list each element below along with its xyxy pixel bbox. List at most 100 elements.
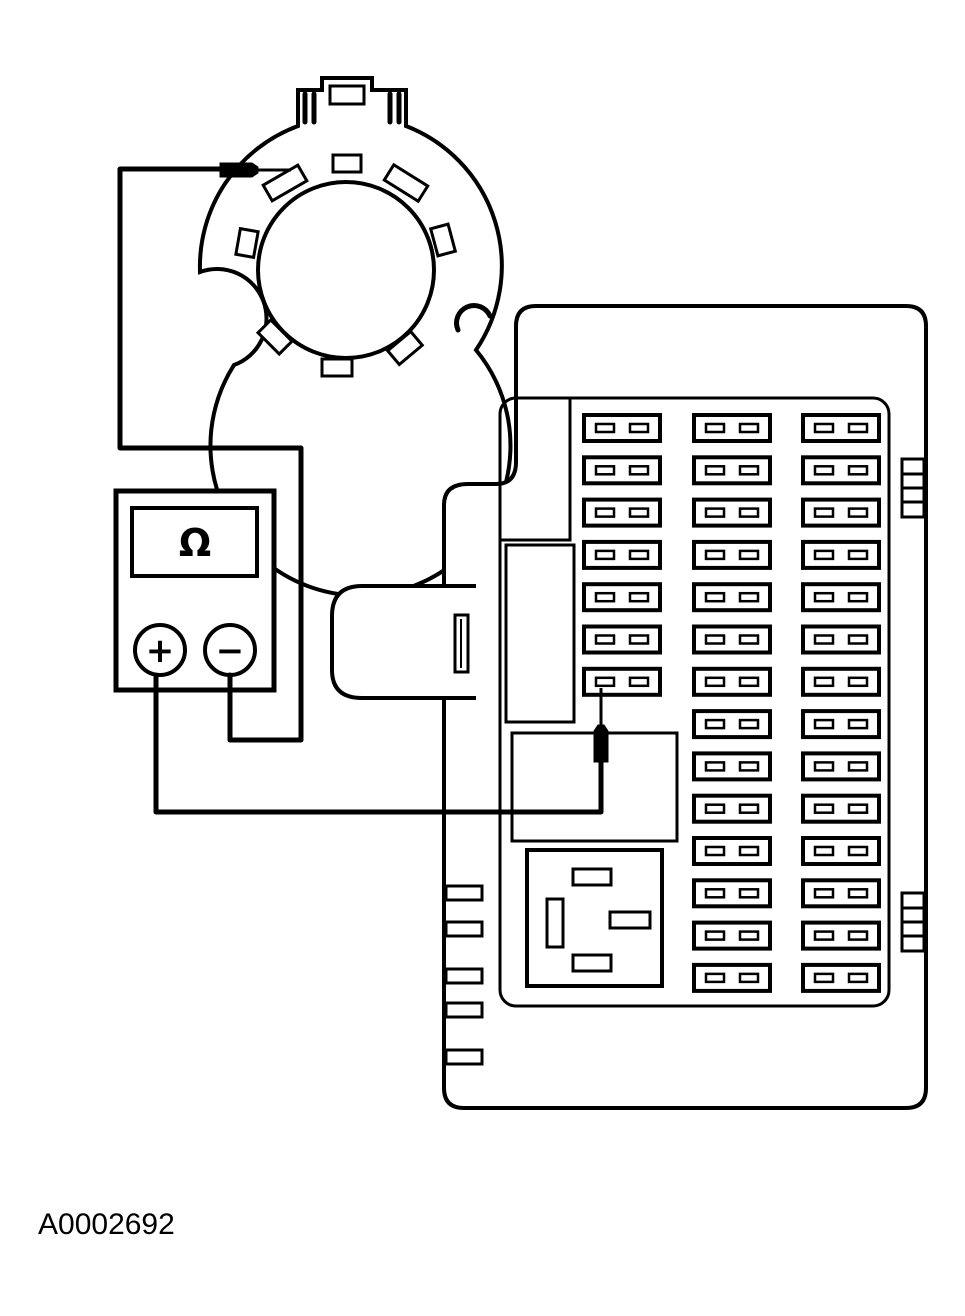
cavity [255,317,295,357]
relay-pin-slot [608,910,652,930]
fuse-blade [847,549,869,561]
fuse [692,582,772,613]
mount-tab [444,967,484,985]
fuse-blade [813,930,835,941]
fuse-blade [738,761,760,772]
fuse [582,624,662,655]
fuse [692,962,772,993]
side-clip-ribs [900,472,926,504]
fuse-blade [704,803,726,814]
fuse [692,920,772,951]
fuse-blade [738,845,760,857]
mount-tab [444,1001,484,1019]
fuse [582,497,662,528]
fuse-blade [704,422,726,434]
fuse [692,413,772,443]
fuse [692,751,772,782]
fuse-blade [847,888,869,899]
fuse [801,624,881,655]
fuse-blade [594,465,616,476]
fuse-blade [847,930,869,941]
fuse-blade [813,845,835,857]
fuse-area-step [500,398,572,542]
fuse [692,709,772,740]
fuse-blade [738,718,760,730]
fuse-blade [813,972,835,984]
fuse [801,455,881,486]
fuse-blade [628,591,650,603]
fuse-grid [582,413,881,993]
fuse-blade [847,634,869,645]
fuse-blade [704,549,726,561]
fuse-blade [738,422,760,434]
fuse [692,624,772,655]
fuse-blade [813,761,835,772]
negative-symbol: − [216,631,245,671]
connector-latch-ribs [302,91,402,125]
fuse-blade [704,972,726,984]
fuse-blade [847,591,869,603]
fuse [582,539,662,570]
fuse [692,666,772,697]
fuse [692,455,772,486]
relay-pin-slot [545,897,565,949]
fuse-blade [594,549,616,561]
fuse-blade [813,591,835,603]
fuse-blade [704,465,726,476]
relay-socket [525,848,664,988]
relay-pin-slot [571,867,613,887]
fuse-blade [847,718,869,730]
fuse [801,709,881,740]
fuse-blade [847,676,869,688]
fuse-blade [738,549,760,561]
fuse-blade [628,634,650,645]
fuse-blade [813,803,835,814]
fuse-blade [738,676,760,688]
cavity [382,162,430,204]
fuse-blade [704,591,726,603]
fuse [801,836,881,866]
fuse-blade [704,507,726,518]
harness-connector-body [330,584,476,700]
connector-keyway [454,303,493,333]
cavity [234,226,260,260]
harness-connector [330,584,476,700]
fuse-blade [738,634,760,645]
cavity [320,357,354,378]
fuse [801,878,881,909]
fuse [582,413,662,443]
fuse [801,413,881,443]
fuse [801,582,881,613]
fuse-blade [738,888,760,899]
fuse [801,497,881,528]
fuse-blade [704,761,726,772]
ohm-symbol: Ω [179,521,211,565]
fuse-blade [628,422,650,434]
ohmmeter: Ω + − [113,488,277,693]
cavity [385,329,425,367]
fuse-blade [813,634,835,645]
fuse [692,497,772,528]
fuse-blade [628,465,650,476]
fuse-blade [813,718,835,730]
fuse-blade [704,888,726,899]
cavity [261,163,309,203]
clockspring-connector [197,76,513,598]
positive-terminal [133,623,187,677]
fuse-blade [704,930,726,941]
ohmmeter-display [130,506,259,578]
fuse-blade [738,465,760,476]
side-clip-ribs [900,906,926,938]
fuse-blade [738,591,760,603]
fuse-blade [628,676,650,688]
mount-tab [444,884,484,902]
fuse-blade [628,507,650,518]
panel-mount-tabs [444,884,484,1066]
cavity [428,222,458,258]
fuse-blade [847,507,869,518]
fuse-blade [847,845,869,857]
fuse [801,751,881,782]
fuse-blade [594,422,616,434]
fuse [692,836,772,866]
